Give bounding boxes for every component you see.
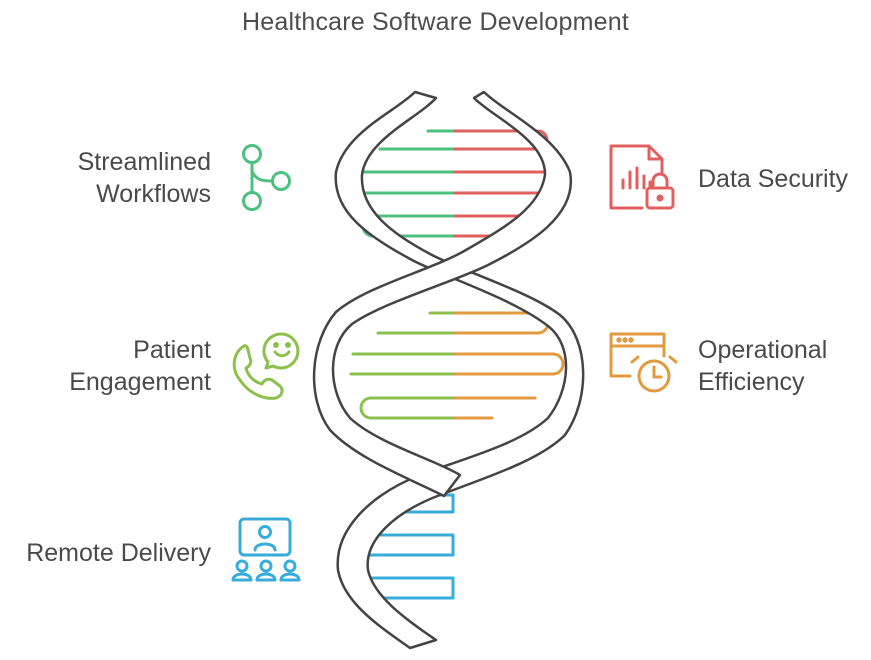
label-data-security: Data Security [698,163,848,195]
rung-orange-2 [453,352,565,376]
label-remote-delivery: Remote Delivery [26,537,211,569]
label-operational-line2: Efficiency [698,368,805,396]
label-patient-engagement: Patient Engagement [69,334,211,398]
label-operational-line1: Operational [698,336,828,364]
secure-document-icon [609,144,675,210]
rungs-patient-operational [349,311,565,420]
chat-phone-icon [232,332,300,400]
label-streamlined-line1: Streamlined [77,148,211,176]
rung-lime-5 [359,396,457,420]
label-streamlined-workflows: Streamlined Workflows [78,146,211,210]
workflow-branch-icon [242,144,291,211]
label-data-security-line1: Data Security [698,165,849,193]
browser-clock-icon [609,332,678,393]
label-remote-line1: Remote Delivery [26,539,211,567]
label-patient-line1: Patient [133,336,211,364]
label-patient-line2: Engagement [69,368,211,396]
rung-blue-2 [350,533,455,557]
label-operational-efficiency: Operational Efficiency [698,334,827,398]
dna-strand-b [312,90,573,498]
video-conference-icon [231,517,301,582]
label-streamlined-line2: Workflows [96,180,211,208]
diagram-title: Healthcare Software Development [242,8,629,36]
